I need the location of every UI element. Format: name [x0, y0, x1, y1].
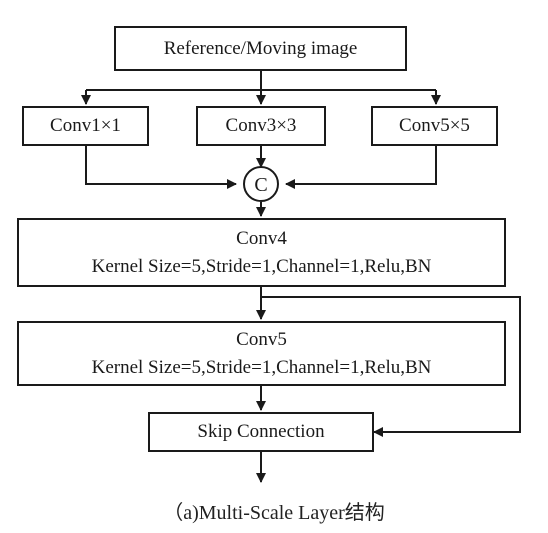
conv5a-label: Conv5×5	[399, 115, 470, 136]
concat-label: C	[254, 174, 267, 196]
conv1-box: Conv1×1	[22, 106, 149, 146]
conv5-detail: Kernel Size=5,Stride=1,Channel=1,Relu,BN	[91, 356, 432, 378]
conv1-label: Conv1×1	[50, 115, 121, 136]
figure-caption: （a)Multi-Scale Layer结构	[163, 502, 385, 524]
edge-conv1-to-concat	[85, 146, 237, 189]
skip-connection-box: Skip Connection	[148, 412, 374, 452]
conv4-box: Conv4 Kernel Size=5,Stride=1,Channel=1,R…	[17, 218, 506, 287]
input-label: Reference/Moving image	[163, 37, 358, 59]
conv3-label: Conv3×3	[225, 115, 297, 136]
input-box: Reference/Moving image	[114, 26, 407, 71]
conv4-detail: Kernel Size=5,Stride=1,Channel=1,Relu,BN	[91, 255, 432, 277]
conv3-box: Conv3×3	[196, 106, 326, 146]
conv5-box: Conv5 Kernel Size=5,Stride=1,Channel=1,R…	[17, 321, 506, 386]
edge-conv5a-to-concat	[285, 146, 437, 189]
conv4-title: Conv4	[236, 227, 287, 249]
skip-label: Skip Connection	[197, 421, 325, 442]
conv5-title: Conv5	[236, 328, 287, 350]
conv5a-box: Conv5×5	[371, 106, 498, 146]
concat-node	[243, 166, 279, 202]
edge-skip-path	[261, 296, 521, 437]
